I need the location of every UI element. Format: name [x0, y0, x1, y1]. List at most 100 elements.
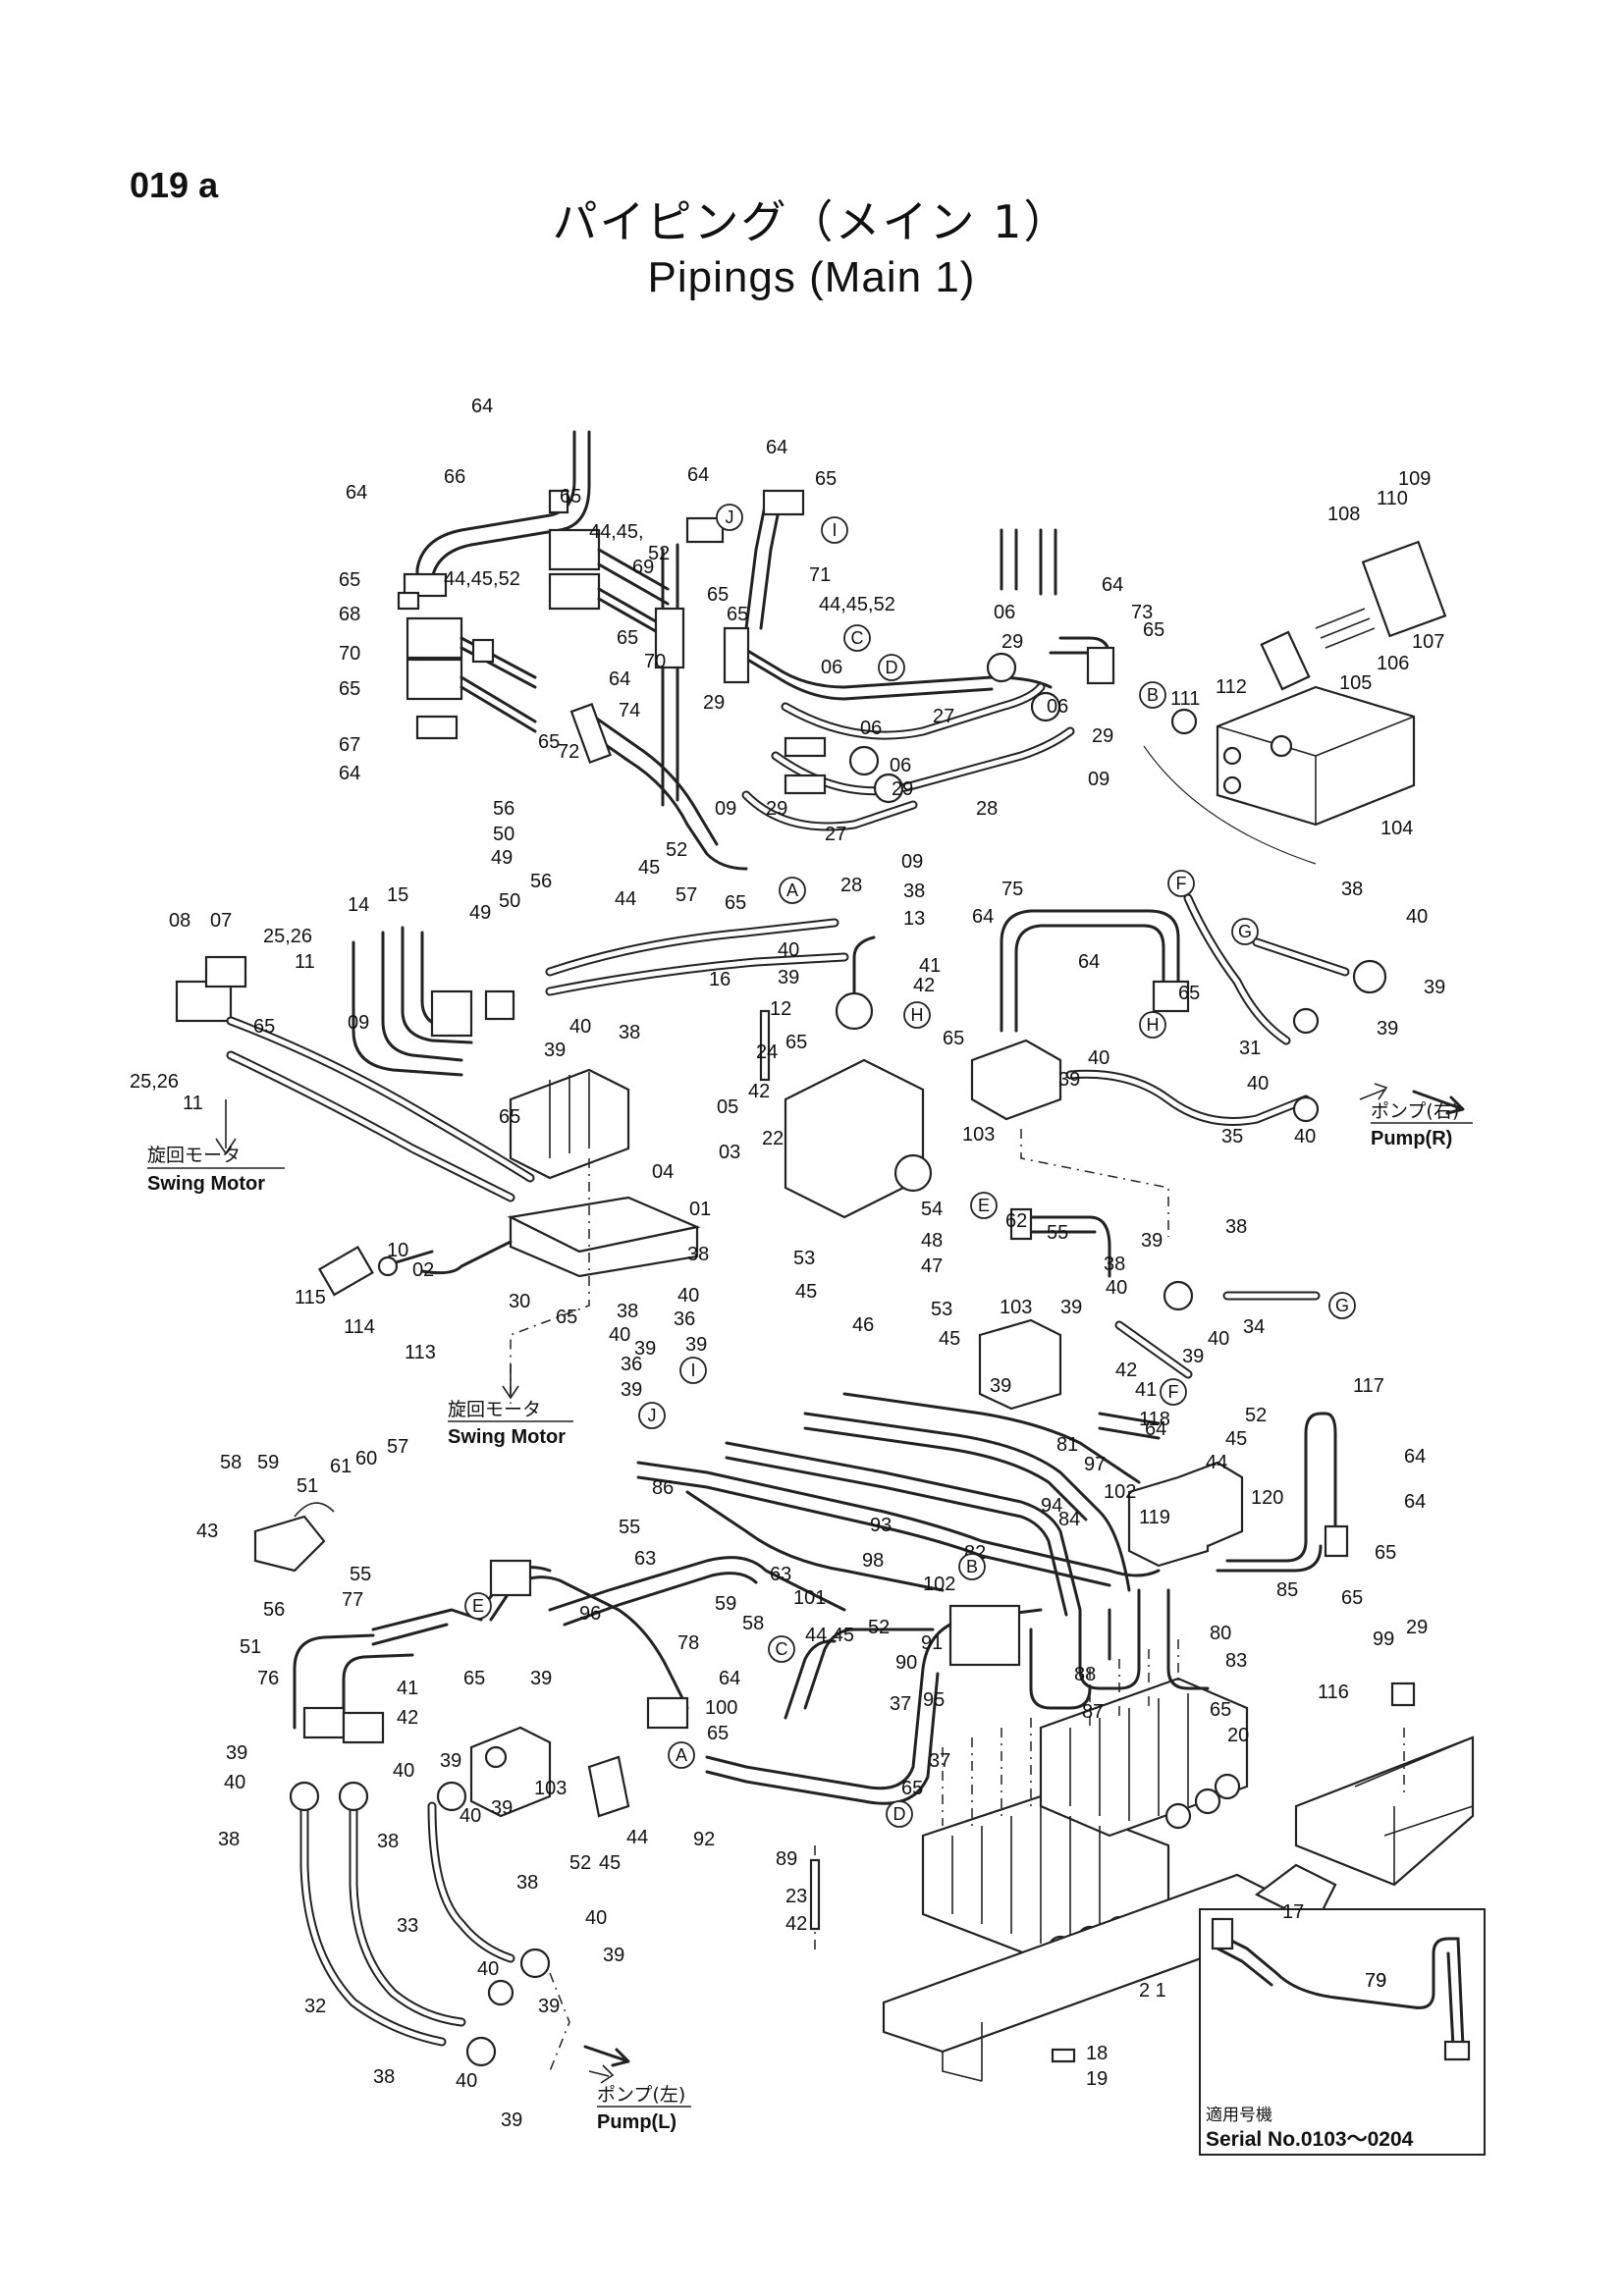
reference-letter: A	[676, 1745, 687, 1765]
part-number-label: 75	[1001, 879, 1023, 900]
part-number-label: 14	[348, 894, 369, 916]
part-number-label: 119	[1139, 1507, 1170, 1528]
part-number-label: 49	[491, 847, 513, 869]
page-code: 019 a	[130, 165, 219, 205]
reference-circle	[843, 624, 871, 652]
reference-letter: G	[1238, 922, 1252, 941]
part-number-label: 65	[815, 468, 837, 490]
part-number-label: 103	[1000, 1297, 1032, 1318]
reference-circle	[464, 1592, 492, 1620]
inset-part-label: 79	[1365, 1970, 1386, 1992]
part-number-label: 45	[939, 1328, 960, 1350]
part-number-label: 39	[1182, 1346, 1204, 1367]
part-number-label: 39	[440, 1750, 461, 1772]
part-number-label: 65	[1143, 619, 1164, 641]
part-number-label: 38	[1225, 1216, 1247, 1238]
part-number-label: 103	[962, 1124, 995, 1146]
part-number-label: 105	[1339, 672, 1372, 694]
block-103b	[978, 1318, 1062, 1411]
block-103	[970, 1039, 1062, 1121]
part-number-label: 95	[923, 1689, 945, 1711]
reference-marker: H	[903, 1001, 931, 1029]
part-number-label: 29	[1001, 631, 1023, 653]
reference-letter: D	[886, 658, 898, 677]
part-number-label: 02	[412, 1259, 434, 1281]
part-number-label: 118	[1139, 1409, 1170, 1430]
part-number-label: 65	[499, 1106, 520, 1128]
flange	[430, 989, 473, 1038]
part-number-label: 40	[1406, 906, 1428, 928]
flange	[569, 702, 612, 765]
reference-letter: J	[648, 1406, 657, 1425]
part-number-label: 58	[742, 1613, 764, 1634]
fitting	[1211, 1917, 1234, 1950]
fitting	[784, 774, 827, 795]
part-number-label: 11	[295, 951, 315, 973]
part-number-label: 65	[1341, 1587, 1363, 1609]
part-number-label: 65	[253, 1016, 275, 1038]
swing-motor-lower-en: Swing Motor	[448, 1426, 566, 1448]
flange	[1086, 646, 1115, 685]
part-number-label: 59	[257, 1452, 279, 1473]
part-number-label: 87	[1082, 1701, 1104, 1723]
part-number-label: 07	[210, 910, 232, 932]
reference-circle	[638, 1402, 666, 1429]
bracket-44	[587, 1755, 630, 1818]
part-number-label: 64	[1102, 574, 1123, 596]
part-number-label: 64	[339, 763, 360, 784]
part-number-label: 29	[892, 778, 913, 800]
reference-letter: G	[1335, 1296, 1349, 1315]
part-number-label: 37	[929, 1750, 950, 1772]
part-number-label: 40	[224, 1772, 245, 1793]
part-number-label: 70	[339, 643, 360, 665]
part-number-label: 39	[1060, 1297, 1082, 1318]
part-number-label: 39	[530, 1668, 552, 1689]
part-number-label: 64	[687, 464, 709, 486]
part-number-label: 102	[923, 1574, 955, 1595]
mount-box	[1294, 1735, 1475, 1887]
reference-letter: I	[690, 1361, 695, 1380]
part-number-label: 57	[387, 1436, 408, 1458]
part-number-label: 06	[821, 657, 842, 678]
part-number-label: 37	[890, 1693, 911, 1715]
reference-marker: G	[1328, 1292, 1356, 1319]
part-number-label: 41	[919, 955, 941, 977]
title-japanese: パイピング（メイン 1）	[552, 195, 1071, 248]
fitting	[784, 736, 827, 758]
reference-letter: J	[726, 507, 734, 527]
part-number-label: 116	[1318, 1682, 1349, 1703]
part-number-label: 06	[890, 755, 911, 776]
part-number-label: 29	[1406, 1617, 1428, 1638]
part-number-label: 24	[756, 1041, 778, 1063]
part-number-label: 64	[346, 482, 367, 504]
reference-circle	[903, 1001, 931, 1029]
block-07	[175, 980, 233, 1023]
fitting	[1443, 2040, 1471, 2061]
part-number-label: 40	[569, 1016, 591, 1038]
part-number-label: 76	[257, 1668, 279, 1689]
upper-left-pipe-assembly	[397, 430, 1053, 871]
part-number-label: 65	[560, 486, 581, 507]
swing-arrow-lower	[502, 1364, 519, 1400]
part-number-label: 09	[901, 851, 923, 873]
part-number-label: 84	[1058, 1509, 1080, 1530]
part-number-label: 65	[463, 1668, 485, 1689]
part-number-label: 102	[1104, 1481, 1136, 1503]
pump-left-jp: ポンプ(左)	[597, 2084, 685, 2106]
reference-marker: J	[638, 1402, 666, 1429]
pump-right-en: Pump(R)	[1371, 1128, 1452, 1149]
serial-label-en: Serial No.0103～0204	[1206, 2128, 1414, 2151]
reference-circle	[1167, 870, 1195, 897]
part-number-label: 96	[579, 1603, 601, 1625]
reference-marker: C	[843, 624, 871, 652]
reference-circle	[668, 1741, 695, 1769]
part-number-label: 39	[1377, 1018, 1398, 1040]
reference-marker: F	[1167, 870, 1195, 897]
flange	[415, 715, 459, 740]
reference-circle	[768, 1635, 795, 1663]
part-number-label: 69	[632, 557, 654, 578]
part-number-label: 115	[295, 1287, 326, 1308]
bolt	[548, 489, 569, 514]
part-number-label: 65	[538, 731, 560, 753]
